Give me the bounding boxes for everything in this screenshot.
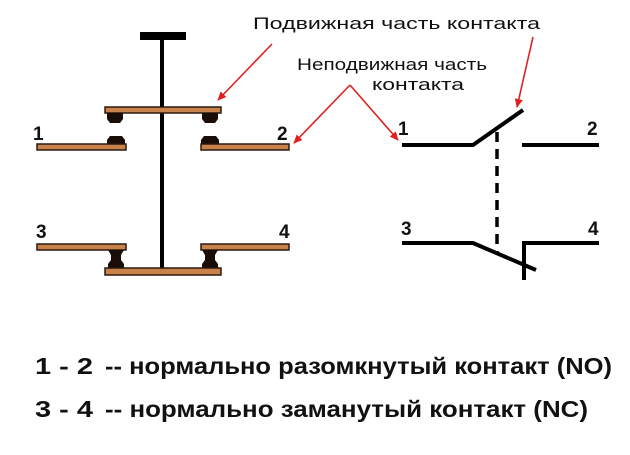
fixed-part-label-line1: Неподвижная часть <box>297 55 487 74</box>
schematic-terminal-3: 3 <box>401 219 412 240</box>
terminal-1-label: 1 <box>33 124 44 145</box>
fixed-contact-3 <box>36 243 127 251</box>
arrow-moving-mechanical <box>217 43 273 101</box>
schematic-symbol: 1 2 3 4 <box>398 108 599 280</box>
nc-contact-wire-4 <box>522 241 599 280</box>
mechanical-contact-drawing: 1 2 3 4 <box>33 32 290 276</box>
moving-contact-upper <box>104 106 222 114</box>
legend-text-nc: -- нормально заманутый контакт (NC) <box>105 396 588 422</box>
moving-part-label: Подвижная часть контакта <box>253 14 541 33</box>
legend: 1 - 2 -- нормально разомкнутый контакт (… <box>35 353 612 422</box>
fixed-contact-1 <box>36 143 127 151</box>
no-contact-wire-1 <box>402 108 525 147</box>
contact-pad <box>107 113 123 123</box>
fixed-contact-2 <box>200 143 290 151</box>
schematic-terminal-4: 4 <box>588 219 599 240</box>
schematic-terminal-2: 2 <box>587 119 598 140</box>
moving-contact-lower <box>104 267 222 276</box>
legend-pair-no: 1 - 2 <box>35 353 93 379</box>
terminal-4-label: 4 <box>279 222 290 243</box>
legend-text-no: -- нормально разомкнутый контакт (NO) <box>105 353 612 379</box>
arrow-moving-schematic <box>514 36 534 108</box>
plunger-stem <box>160 38 164 270</box>
contact-pad <box>202 113 218 123</box>
fixed-contact-4 <box>200 243 290 251</box>
contact-pad <box>202 250 218 268</box>
nc-contact-wire-3 <box>402 241 537 272</box>
schematic-terminal-1: 1 <box>398 119 409 140</box>
contact-pad <box>107 136 125 144</box>
contact-pad <box>108 250 124 268</box>
arrow-fixed-mechanical <box>293 84 351 144</box>
terminal-3-label: 3 <box>36 222 47 243</box>
terminal-2-label: 2 <box>277 124 288 145</box>
pushbutton-cap <box>140 32 186 40</box>
contact-pad <box>201 136 219 144</box>
annotations: Подвижная часть контакта Неподвижная час… <box>217 14 541 144</box>
legend-pair-nc: 3 - 4 <box>35 396 93 422</box>
arrow-fixed-schematic <box>349 84 399 141</box>
fixed-part-label-line2: контакта <box>372 75 465 94</box>
